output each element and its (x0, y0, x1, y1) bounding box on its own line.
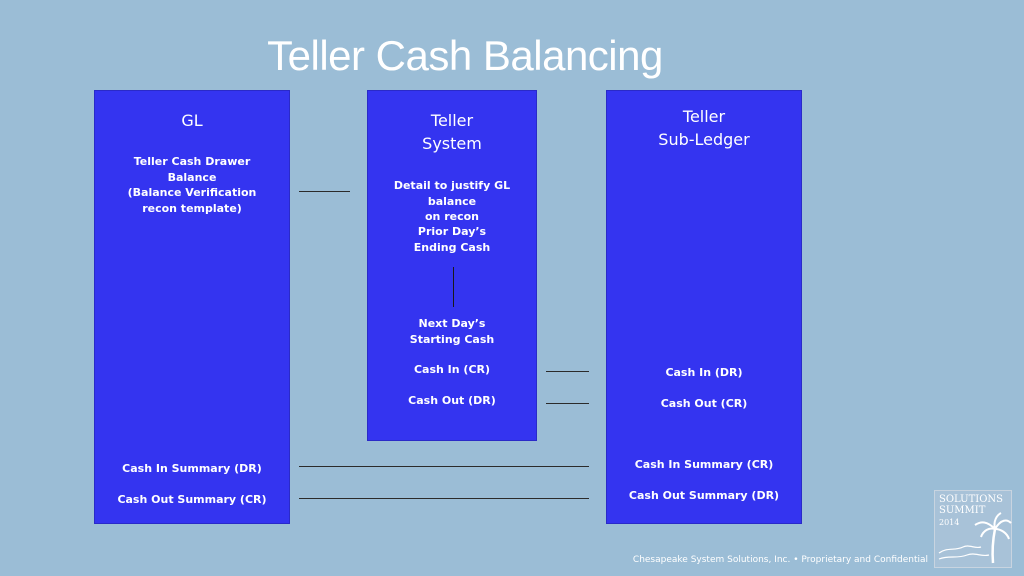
footer-text: Chesapeake System Solutions, Inc. • Prop… (632, 555, 928, 565)
gl-cash-out-summary: Cash Out Summary (CR) (117, 493, 267, 506)
teller-system-cash-in: Cash In (CR) (413, 363, 491, 376)
gl-box: GL Teller Cash Drawer Balance (Balance V… (94, 90, 290, 524)
palm-tree-icon (938, 512, 1012, 564)
gl-heading: GL (181, 111, 203, 130)
teller-system-cash-out: Cash Out (DR) (408, 394, 496, 407)
teller-system-heading: Teller System (422, 111, 482, 153)
cash-in-summary-connector (299, 466, 589, 467)
cash-in-connector (546, 371, 589, 372)
teller-sub-ledger-heading: Teller Sub-Ledger (658, 107, 750, 149)
prior-to-next-day-connector (453, 267, 454, 307)
prior-day-ending-cash: Prior Day’s Ending Cash (413, 225, 491, 254)
gl-to-teller-system-connector (299, 191, 350, 192)
teller-system-detail-text: Detail to justify GL balance on recon (393, 179, 511, 223)
logo-line-2: SUMMIT (939, 505, 986, 516)
next-day-starting-cash: Next Day’s Starting Cash (409, 317, 495, 346)
gl-balance-text: Teller Cash Drawer Balance (Balance Veri… (127, 155, 257, 215)
sub-ledger-cash-in: Cash In (DR) (665, 366, 743, 379)
solutions-summit-logo: SOLUTIONS SUMMIT 2014 (934, 490, 1012, 568)
sub-ledger-cash-out: Cash Out (CR) (660, 397, 748, 410)
teller-sub-ledger-box: Teller Sub-Ledger Cash In (DR) Cash Out … (606, 90, 802, 524)
gl-cash-in-summary: Cash In Summary (DR) (122, 462, 262, 475)
cash-out-connector (546, 403, 589, 404)
sub-ledger-cash-in-summary: Cash In Summary (CR) (634, 458, 774, 471)
slide-title: Teller Cash Balancing (267, 32, 663, 79)
logo-line-3: 2014 (939, 518, 960, 527)
cash-out-summary-connector (299, 498, 589, 499)
logo-line-1: SOLUTIONS (939, 494, 1003, 505)
sub-ledger-cash-out-summary: Cash Out Summary (DR) (628, 489, 780, 502)
teller-system-box: Teller System Detail to justify GL balan… (367, 90, 537, 441)
